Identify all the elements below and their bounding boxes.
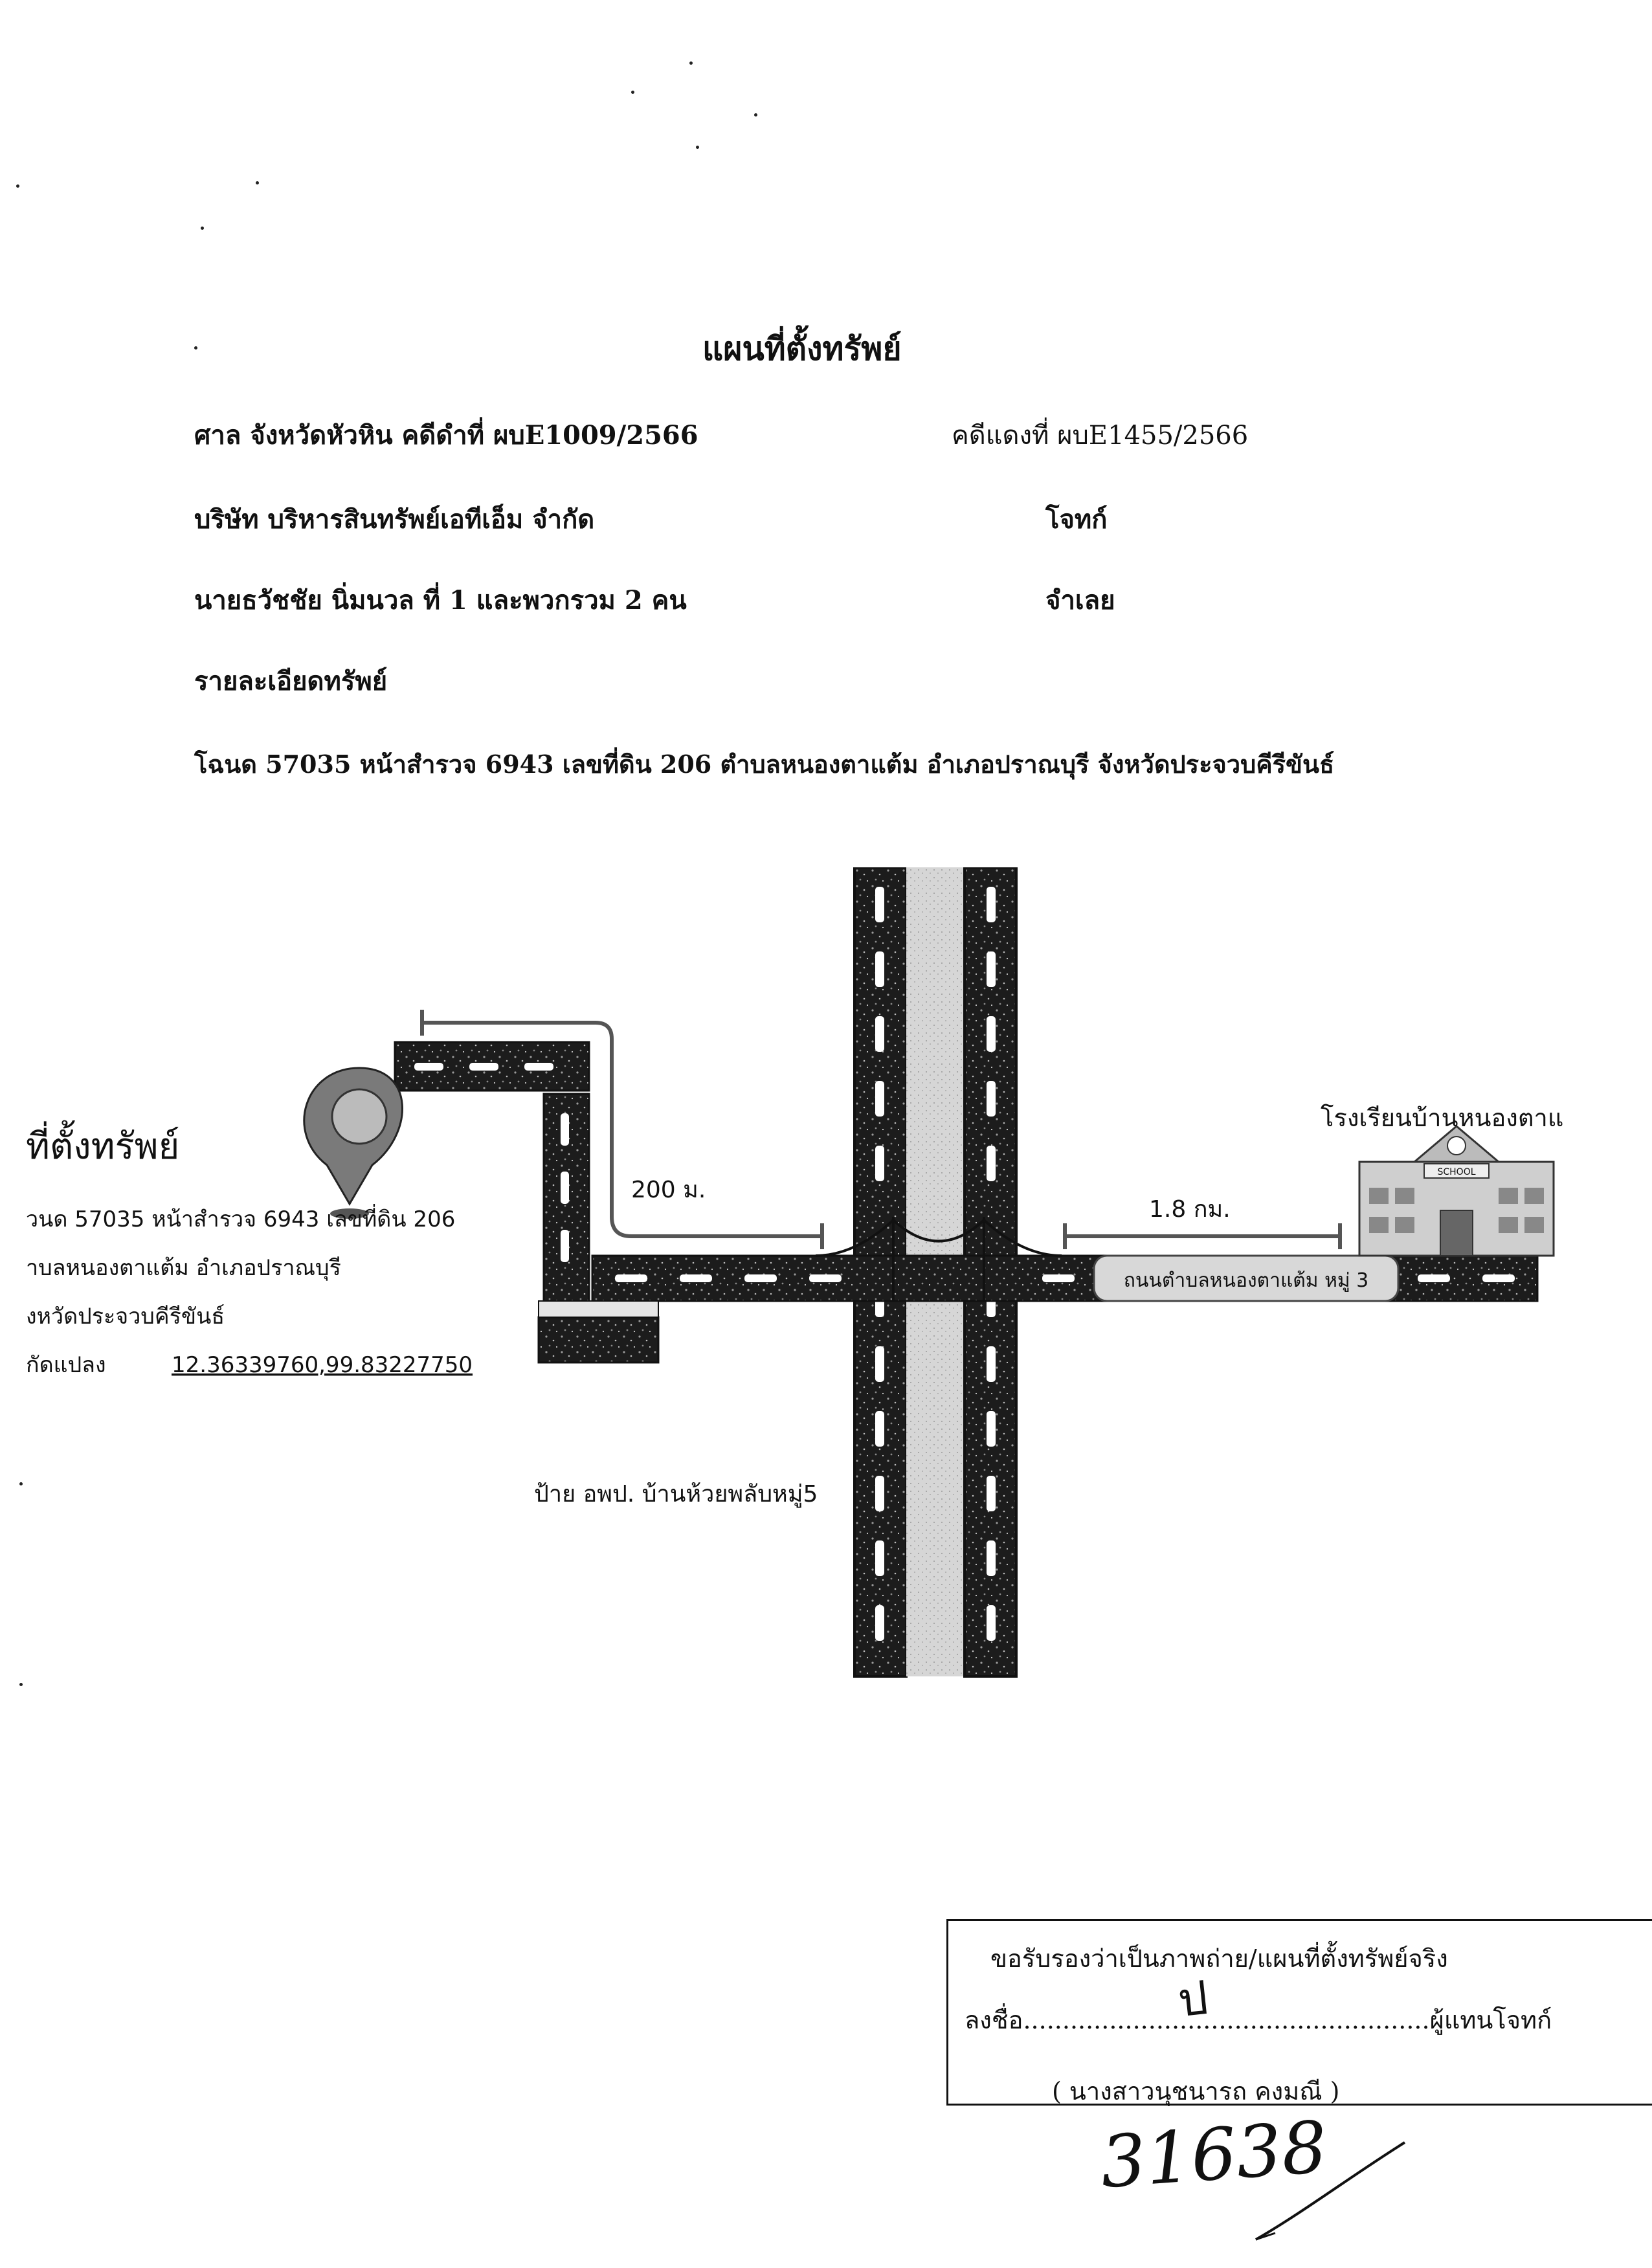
red-case-number: คดีแดงที่ ผบE1455/2566: [952, 421, 1249, 450]
certification-box: [946, 1919, 1652, 2106]
scan-speck: [631, 91, 634, 94]
scan-speck: [19, 1482, 23, 1485]
scan-speck: [689, 61, 693, 65]
certification-statement: ขอรับรองว่าเป็นภาพถ่าย/แผนที่ตั้งทรัพย์จ…: [990, 1944, 1448, 1973]
road-label-tag: ถนนตำบลหนองตาแต้ม หมู่ 3: [1093, 1254, 1400, 1302]
scan-speck: [696, 146, 699, 149]
distance-label-right: 1.8 กม.: [1149, 1196, 1231, 1223]
court-case-line: ศาล จังหวัดหัวหิน คดีดำที่ ผบE1009/2566: [194, 420, 698, 450]
scan-speck: [754, 113, 757, 117]
signpost-label: ป้าย อพป. บ้านห้วยพลับหมู่5: [534, 1481, 818, 1508]
signatory-name: ( นางสาวนุชนารถ คงมณี ): [1052, 2077, 1340, 2106]
handwritten-stroke: [1255, 2141, 1406, 2241]
distance-bracket-left: [420, 1010, 824, 1249]
scan-speck: [256, 181, 259, 184]
document-title: แผนที่ตั้งทรัพย์: [702, 329, 902, 368]
location-pin-icon: [303, 1067, 403, 1219]
title-deed-line: โฉนด 57035 หน้าสำรวจ 6943 เลขที่ดิน 206 …: [194, 750, 1335, 779]
defendant-name: นายธวัชชัย นิ่มนวล ที่ 1 และพวกรวม 2 คน: [194, 585, 687, 616]
scan-speck: [19, 1683, 23, 1686]
signature-prefix: ลงชื่อ: [965, 2006, 1023, 2034]
map-side-title: ที่ตั้งทรัพย์: [26, 1120, 179, 1168]
signature-dots-right: .........................: [1234, 2006, 1430, 2034]
distance-label-left: 200 ม.: [631, 1177, 706, 1203]
signature-role: ผู้แทนโจทก์: [1429, 2006, 1552, 2034]
road-label: ถนนตำบลหนองตาแต้ม หมู่ 3: [1124, 1269, 1369, 1292]
scan-speck: [16, 184, 19, 188]
scan-speck: [201, 227, 204, 230]
distance-bracket-right: [1063, 1223, 1342, 1249]
scan-speck: [194, 346, 197, 350]
property-details-label: รายละเอียดทรัพย์: [194, 666, 388, 696]
signature-dots-left: ...........................: [1023, 2006, 1234, 2034]
map-side-line2: าบลหนองตาแต้ม อำเภอปราณบุรี: [26, 1255, 341, 1281]
map-side-line3: งหวัดประจวบคีรีขันธ์: [26, 1304, 225, 1329]
defendant-role: จำเลย: [1045, 585, 1115, 616]
school-label: โรงเรียนบ้านหนองตาแ: [1321, 1104, 1563, 1132]
school-icon: SCHOOL: [1358, 1125, 1555, 1257]
location-map: 200 ม. 1.8 กม. ถนนตำบลหนองตาแต้ม หมู่ 3 …: [26, 867, 1563, 1678]
coordinates-value: 12.36339760,99.83227750: [172, 1352, 473, 1378]
plaintiff-name: บริษัท บริหารสินทรัพย์เอทีเอ็ม จำกัด: [194, 504, 595, 535]
school-sign-text: SCHOOL: [1437, 1167, 1475, 1177]
signature-line: ลงชื่อ..................................…: [965, 2000, 1552, 2040]
coordinates-label: กัดแปลง: [26, 1352, 106, 1378]
plaintiff-role: โจทก์: [1045, 504, 1108, 535]
bridge: [815, 1217, 1062, 1301]
side-road: [394, 1041, 660, 1364]
map-side-line1: วนด 57035 หน้าสำรวจ 6943 เลขที่ดิน 206: [26, 1204, 455, 1232]
